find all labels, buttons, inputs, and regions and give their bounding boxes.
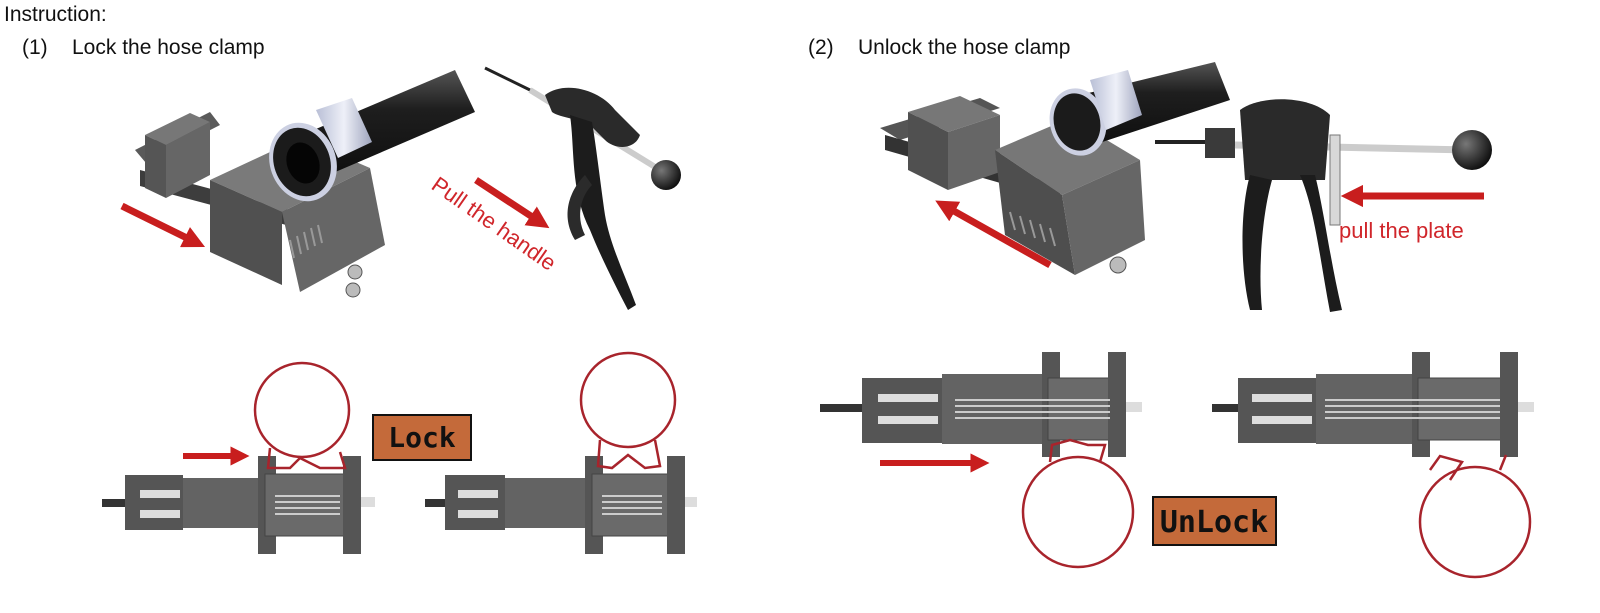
step-1-heading: (1) Lock the hose clamp	[22, 36, 265, 60]
lock-badge-label: Lock	[388, 421, 456, 454]
unlock-badge: UnLock	[1152, 496, 1277, 546]
retract-direction-arrow	[935, 200, 1052, 269]
push-direction-arrow	[120, 202, 206, 248]
unlock-diagram-before	[820, 352, 1142, 569]
step-2-heading: (2) Unlock the hose clamp	[808, 36, 1070, 60]
unlock-badge-label: UnLock	[1160, 505, 1268, 540]
pull-handle-callout: Pull the handle	[427, 172, 561, 276]
instruction-heading: Instruction:	[4, 3, 107, 26]
lock-diagram-after	[425, 351, 697, 554]
unlock-tool-3d-figure	[880, 62, 1492, 312]
lock-tool-3d-figure	[135, 66, 681, 310]
pull-plate-callout: pull the plate	[1339, 218, 1464, 243]
unlock-diagram-after	[1212, 352, 1534, 579]
step-1-label: Lock the hose clamp	[72, 36, 265, 59]
lock-badge: Lock	[372, 414, 472, 461]
lock-diagram-before	[102, 361, 375, 554]
step-2-label: Unlock the hose clamp	[858, 36, 1071, 59]
step-2-number: (2)	[808, 36, 834, 59]
pull-direction-arrow	[474, 177, 550, 229]
step-1-number: (1)	[22, 36, 48, 59]
